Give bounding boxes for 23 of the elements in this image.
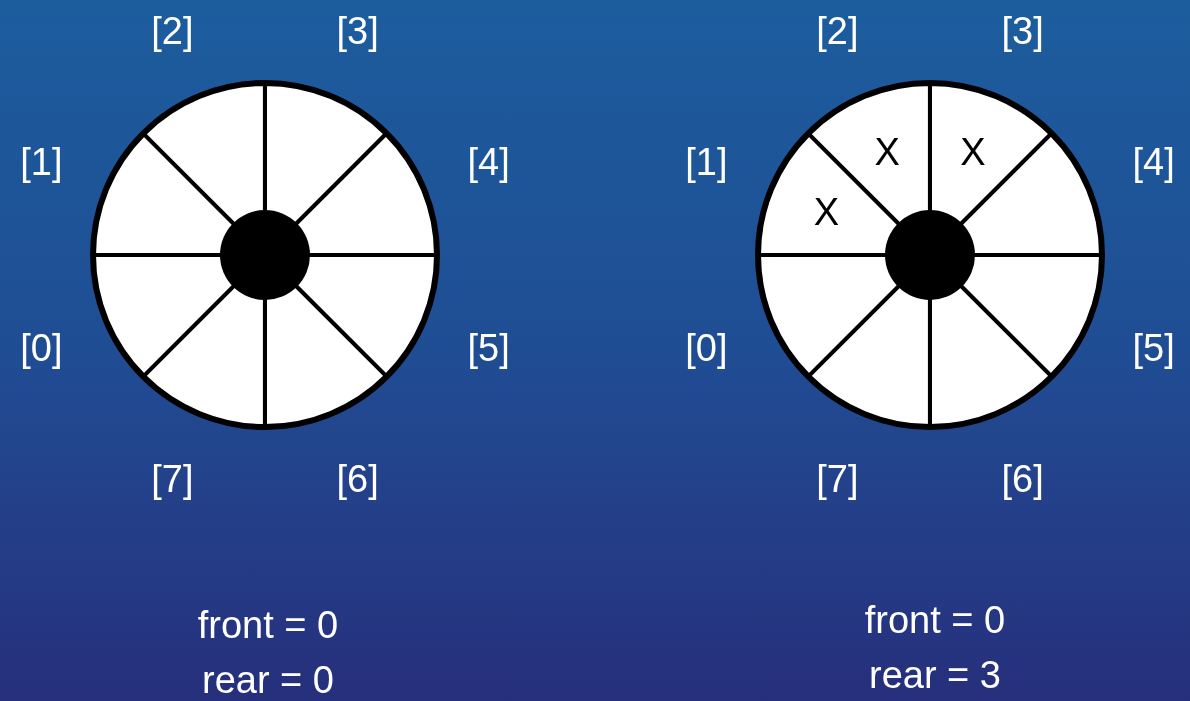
index-label: [0] [685, 328, 728, 367]
index-label: [5] [467, 328, 510, 367]
index-label: [4] [1132, 143, 1175, 182]
variable-label: rear = 3 [869, 656, 1001, 694]
slot-mark: X [874, 132, 900, 171]
index-label: [0] [20, 328, 63, 367]
index-label: [6] [1001, 459, 1044, 498]
variable-label: front = 0 [864, 601, 1006, 639]
slot-mark: X [960, 132, 986, 171]
index-label: [3] [1001, 12, 1044, 51]
index-label: [2] [816, 12, 859, 51]
index-label: [6] [336, 459, 379, 498]
index-label: [4] [467, 143, 510, 182]
variable-label: front = 0 [197, 606, 339, 644]
index-label: [3] [336, 12, 379, 51]
slot-mark: X [813, 193, 840, 232]
index-label: [1] [20, 143, 63, 182]
index-label: [7] [816, 459, 859, 498]
index-label: [5] [1132, 328, 1175, 367]
index-label: [1] [685, 143, 728, 182]
variable-label: rear = 0 [202, 661, 334, 699]
index-label: [2] [151, 12, 194, 51]
index-label: [7] [151, 459, 194, 498]
